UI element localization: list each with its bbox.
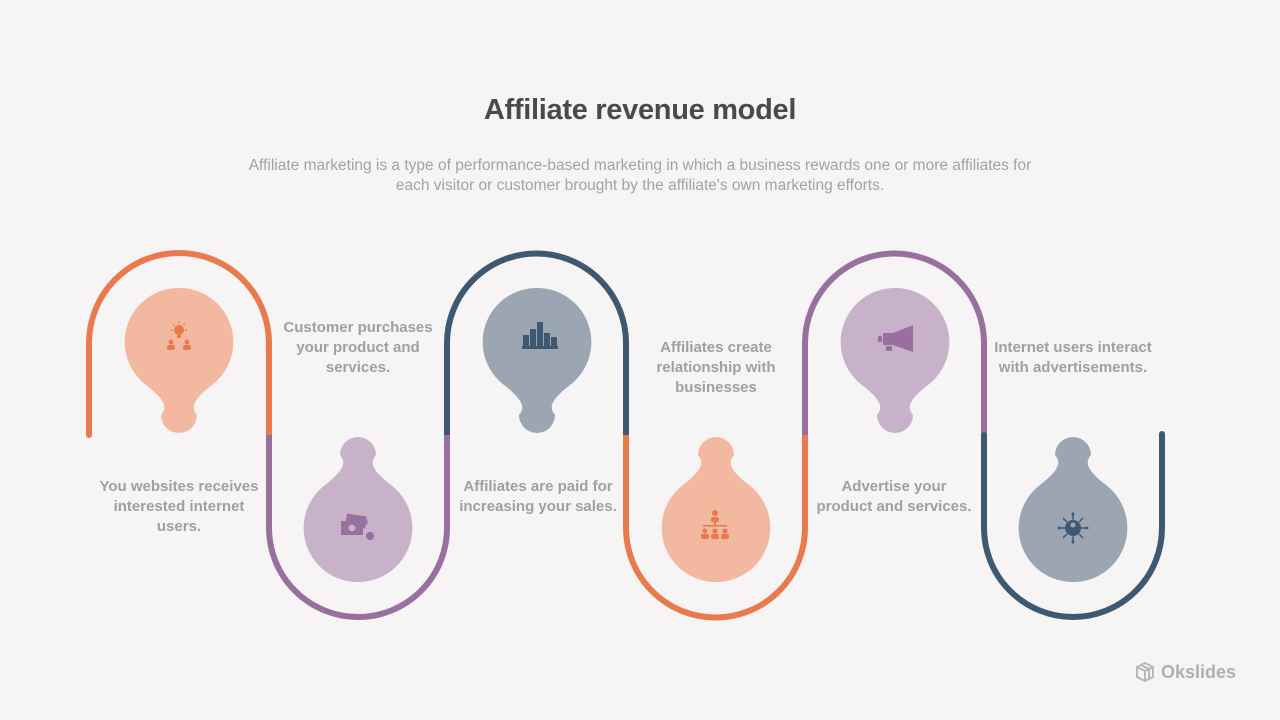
step-node-2 <box>303 436 413 583</box>
step-label-2: Customer purchases your product and serv… <box>283 319 433 376</box>
path-segment-5 <box>802 250 987 435</box>
megaphone-icon <box>878 325 913 352</box>
step-node-1 <box>124 287 234 434</box>
step-label-3: Affiliates are paid for increasing your … <box>459 478 617 515</box>
network-user-icon <box>1057 512 1089 544</box>
idea-people-icon <box>167 321 191 350</box>
step-node-5 <box>840 287 950 433</box>
step-label-5: Advertise your product and services. <box>816 478 972 515</box>
step-label-1: You websites receives interested interne… <box>99 478 259 535</box>
path-segment-3 <box>444 250 629 435</box>
cube-logo-icon <box>1136 662 1154 682</box>
step-label-6: Internet users interact with advertiseme… <box>994 339 1152 376</box>
brand-name: Okslides <box>1161 661 1237 682</box>
path-segment-2 <box>266 435 450 620</box>
step-node-6 <box>1018 437 1128 583</box>
step-node-4 <box>661 437 771 583</box>
page-title: Affiliate revenue model <box>483 94 797 126</box>
bar-chart-icon <box>522 322 558 349</box>
path-segment-4 <box>623 435 808 621</box>
step-node-3 <box>482 287 592 433</box>
brand-logo: Okslides <box>1134 661 1236 683</box>
org-chart-icon <box>701 510 729 539</box>
step-label-4: Affiliates create relationship with busi… <box>656 339 776 396</box>
path-segment-6 <box>981 431 1165 620</box>
page-subtitle: Affiliate marketing is a type of perform… <box>248 157 1032 194</box>
path-segment-1 <box>86 250 272 438</box>
money-icon <box>341 513 374 540</box>
